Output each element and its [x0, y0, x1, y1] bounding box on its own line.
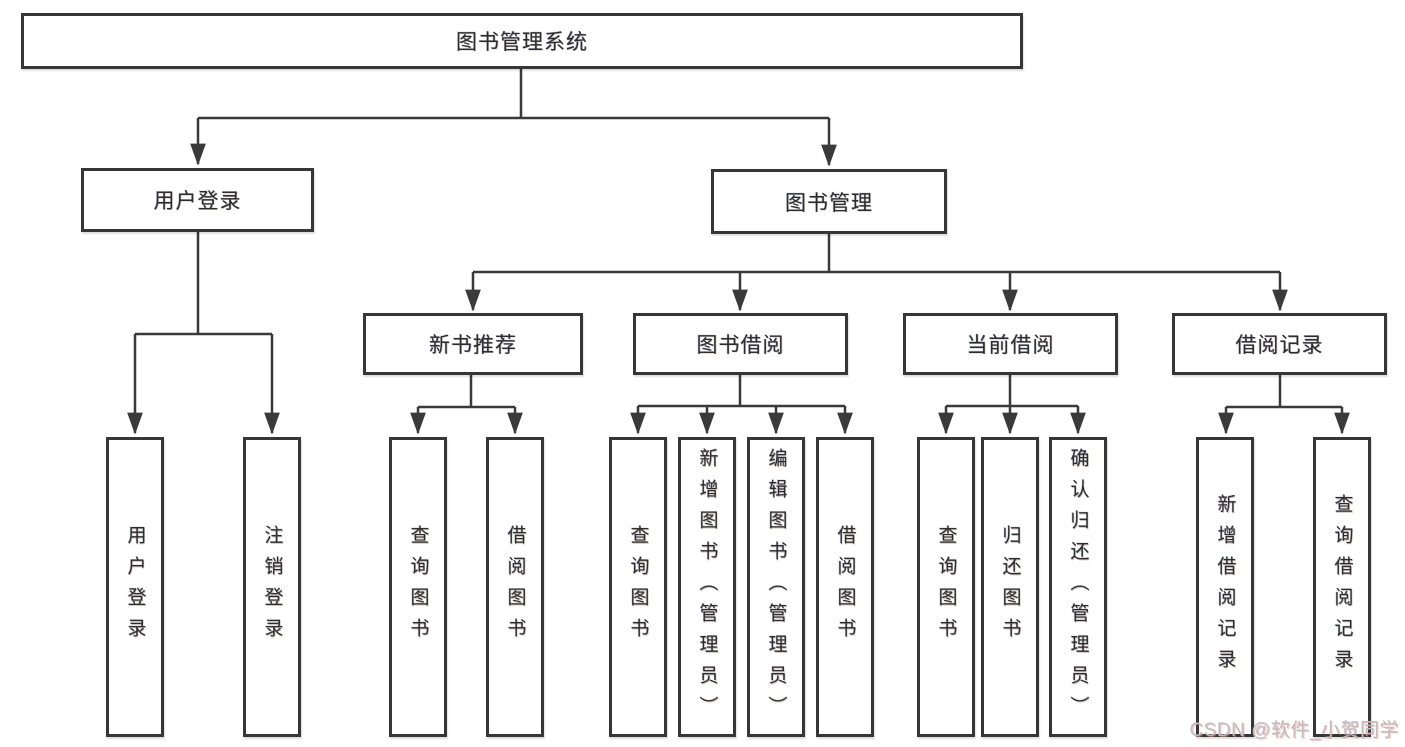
leaf-borrow-books: 借阅图书: [816, 437, 874, 737]
leaf-return-books: 归还图书: [981, 437, 1039, 737]
leaf-user-login: 用户登录: [106, 437, 164, 737]
node-label: 新增图书（管理员）: [696, 447, 718, 727]
csdn-watermark: CSDN @软件_小贺同学: [1189, 720, 1399, 741]
node-label: 借阅图书: [504, 525, 526, 649]
node-label: 用户登录: [124, 525, 146, 649]
node-current-loans: 当前借阅: [903, 313, 1118, 375]
leaf-query-books: 查询图书: [389, 437, 447, 737]
node-label: 归还图书: [999, 525, 1021, 649]
node-label: 用户登录: [153, 190, 242, 213]
node-label: 查询借阅记录: [1331, 494, 1353, 680]
node-label: 借阅图书: [834, 525, 856, 649]
node-user-login: 用户登录: [81, 168, 314, 232]
node-new-book-recommend: 新书推荐: [363, 313, 583, 375]
leaf-confirm-return-admin: 确认归还（管理员）: [1049, 437, 1107, 737]
node-label: 编辑图书（管理员）: [765, 447, 787, 727]
node-label: 借阅记录: [1235, 334, 1324, 357]
node-label: 新增借阅记录: [1214, 494, 1236, 680]
node-label: 查询图书: [407, 525, 429, 649]
node-label: 查询图书: [935, 525, 957, 649]
node-root-system: 图书管理系统: [21, 13, 1023, 69]
node-label: 当前借阅: [966, 334, 1055, 357]
leaf-add-loan-record: 新增借阅记录: [1196, 437, 1254, 737]
node-label: 图书借阅: [696, 334, 785, 357]
leaf-borrow-books: 借阅图书: [486, 437, 544, 737]
node-label: 查询图书: [627, 525, 649, 649]
leaf-query-books: 查询图书: [609, 437, 667, 737]
leaf-edit-books-admin: 编辑图书（管理员）: [747, 437, 805, 737]
leaf-logout: 注销登录: [243, 437, 301, 737]
leaf-add-books-admin: 新增图书（管理员）: [678, 437, 736, 737]
node-label: 注销登录: [261, 525, 283, 649]
node-label: 新书推荐: [429, 334, 517, 357]
node-label: 图书管理: [785, 191, 873, 215]
node-book-management: 图书管理: [711, 169, 947, 234]
node-label: 图书管理系统: [456, 31, 588, 54]
leaf-query-books: 查询图书: [917, 437, 975, 737]
node-label: 确认归还（管理员）: [1067, 447, 1089, 727]
leaf-query-loan-record: 查询借阅记录: [1313, 437, 1371, 737]
node-loan-records: 借阅记录: [1172, 313, 1387, 375]
node-book-borrowing: 图书借阅: [633, 313, 848, 375]
